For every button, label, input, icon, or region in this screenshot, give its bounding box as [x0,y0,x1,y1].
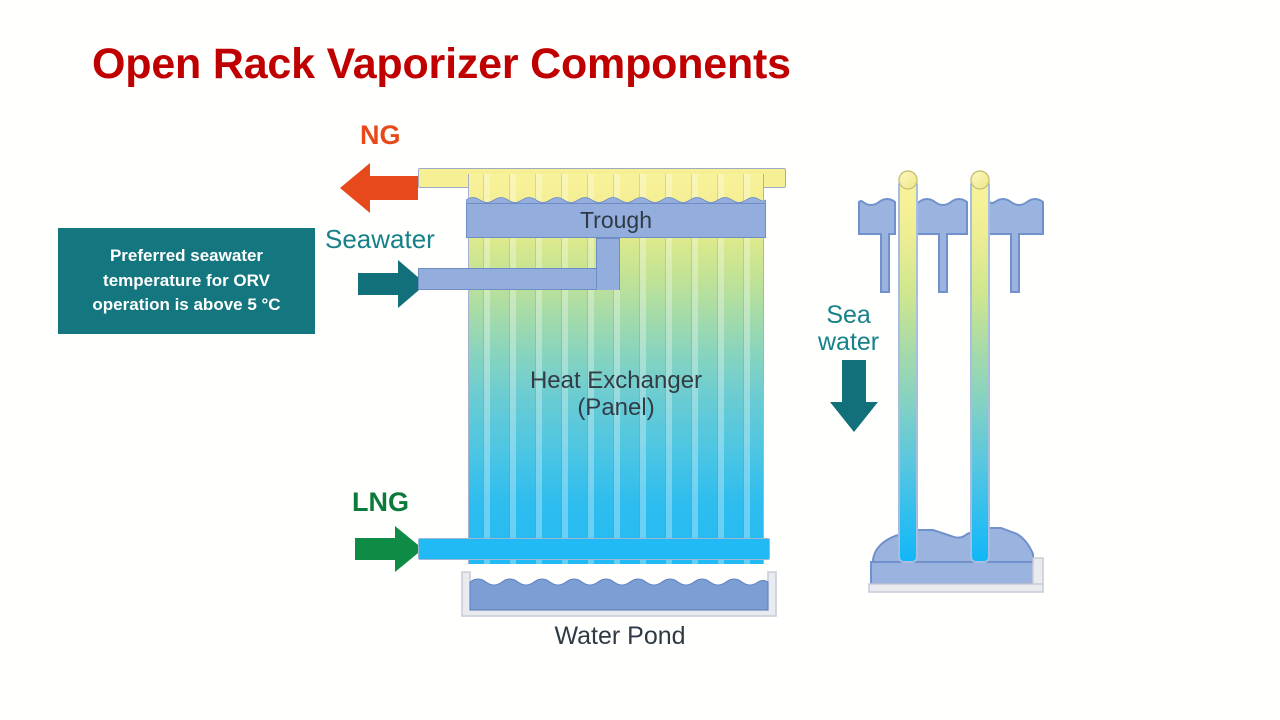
lng-label: LNG [352,487,409,517]
ng-arrow-left-icon [340,163,418,213]
detail-tube [898,170,918,563]
detail-trough-block [988,198,1044,293]
seawater-label: Seawater [325,224,435,254]
detail-tube [970,170,990,563]
seawater-inlet-elbow [596,238,620,290]
trough-bar: Trough [466,203,766,238]
page-title: Open Rack Vaporizer Components [92,40,791,88]
sea-water-arrow-down-icon [830,360,878,432]
orv-main-diagram: Trough Heat Exchanger (Panel) Water Pond [400,160,800,650]
water-pond-basin [461,571,777,617]
sea-water-label-line1: Sea [826,301,871,329]
ng-label: NG [360,120,401,150]
seawater-inlet-pipe [418,268,618,290]
trough-label: Trough [579,207,653,233]
callout-box: Preferred seawater temperature for ORV o… [58,228,315,334]
sea-water-label-line2: water [818,328,880,356]
callout-text: Preferred seawater temperature for ORV o… [92,246,281,315]
detail-trough-block [916,198,968,293]
seawater-arrow-right-icon [358,260,426,308]
lng-inlet-pipe [418,538,770,560]
water-pond-label: Water Pond [554,622,686,650]
sea-water-label: Sea water [818,302,879,356]
detail-trough-block [858,198,896,293]
heat-exchanger-label: Heat Exchanger (Panel) [468,367,764,422]
detail-base-manifold [868,527,1044,593]
lng-arrow-right-icon [355,526,423,572]
heat-exchanger-label-line2: (Panel) [577,393,655,421]
heat-exchanger-label-line1: Heat Exchanger [529,367,703,394]
orv-tube-detail-diagram [858,170,1044,593]
